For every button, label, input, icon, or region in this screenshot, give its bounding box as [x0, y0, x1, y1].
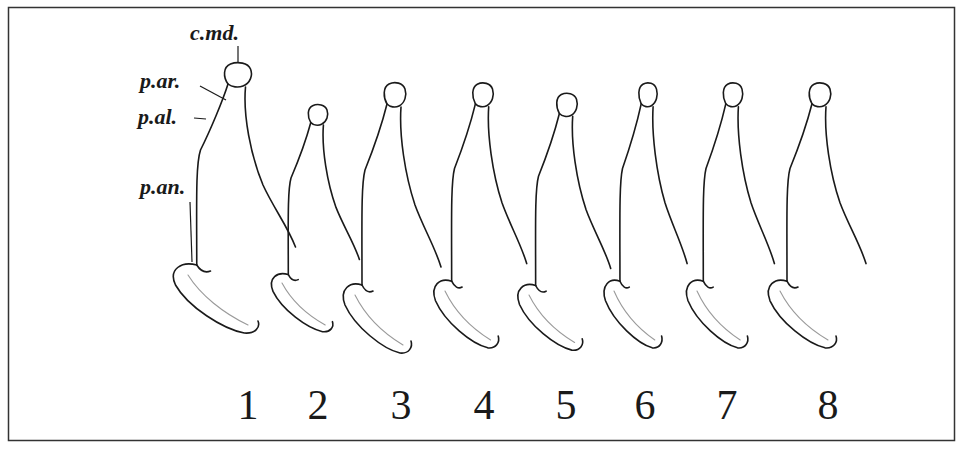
- figure-number: 6: [635, 384, 656, 426]
- mandible-outline: [434, 83, 527, 348]
- mandible-outline: [343, 83, 441, 353]
- part-label: p.an.: [140, 176, 185, 198]
- mandible-outline: [604, 83, 687, 348]
- figure-number: 8: [818, 384, 839, 426]
- part-label: p.al.: [138, 106, 177, 128]
- mandible-outline: [768, 83, 866, 348]
- mandible-outline: [271, 105, 359, 332]
- figure-number: 2: [308, 384, 329, 426]
- mandible-outline: [173, 63, 295, 333]
- part-label: p.ar.: [140, 70, 180, 92]
- figure-number: 4: [474, 384, 495, 426]
- figure-number: 5: [556, 384, 577, 426]
- figure-number: 1: [238, 384, 259, 426]
- frame: [9, 8, 955, 441]
- part-label: c.md.: [190, 22, 239, 44]
- figure-number: 7: [717, 384, 738, 426]
- mandible-outline: [518, 93, 611, 350]
- mandible-outline: [686, 83, 774, 348]
- figure-number: 3: [391, 384, 412, 426]
- leader-lines: [190, 46, 238, 262]
